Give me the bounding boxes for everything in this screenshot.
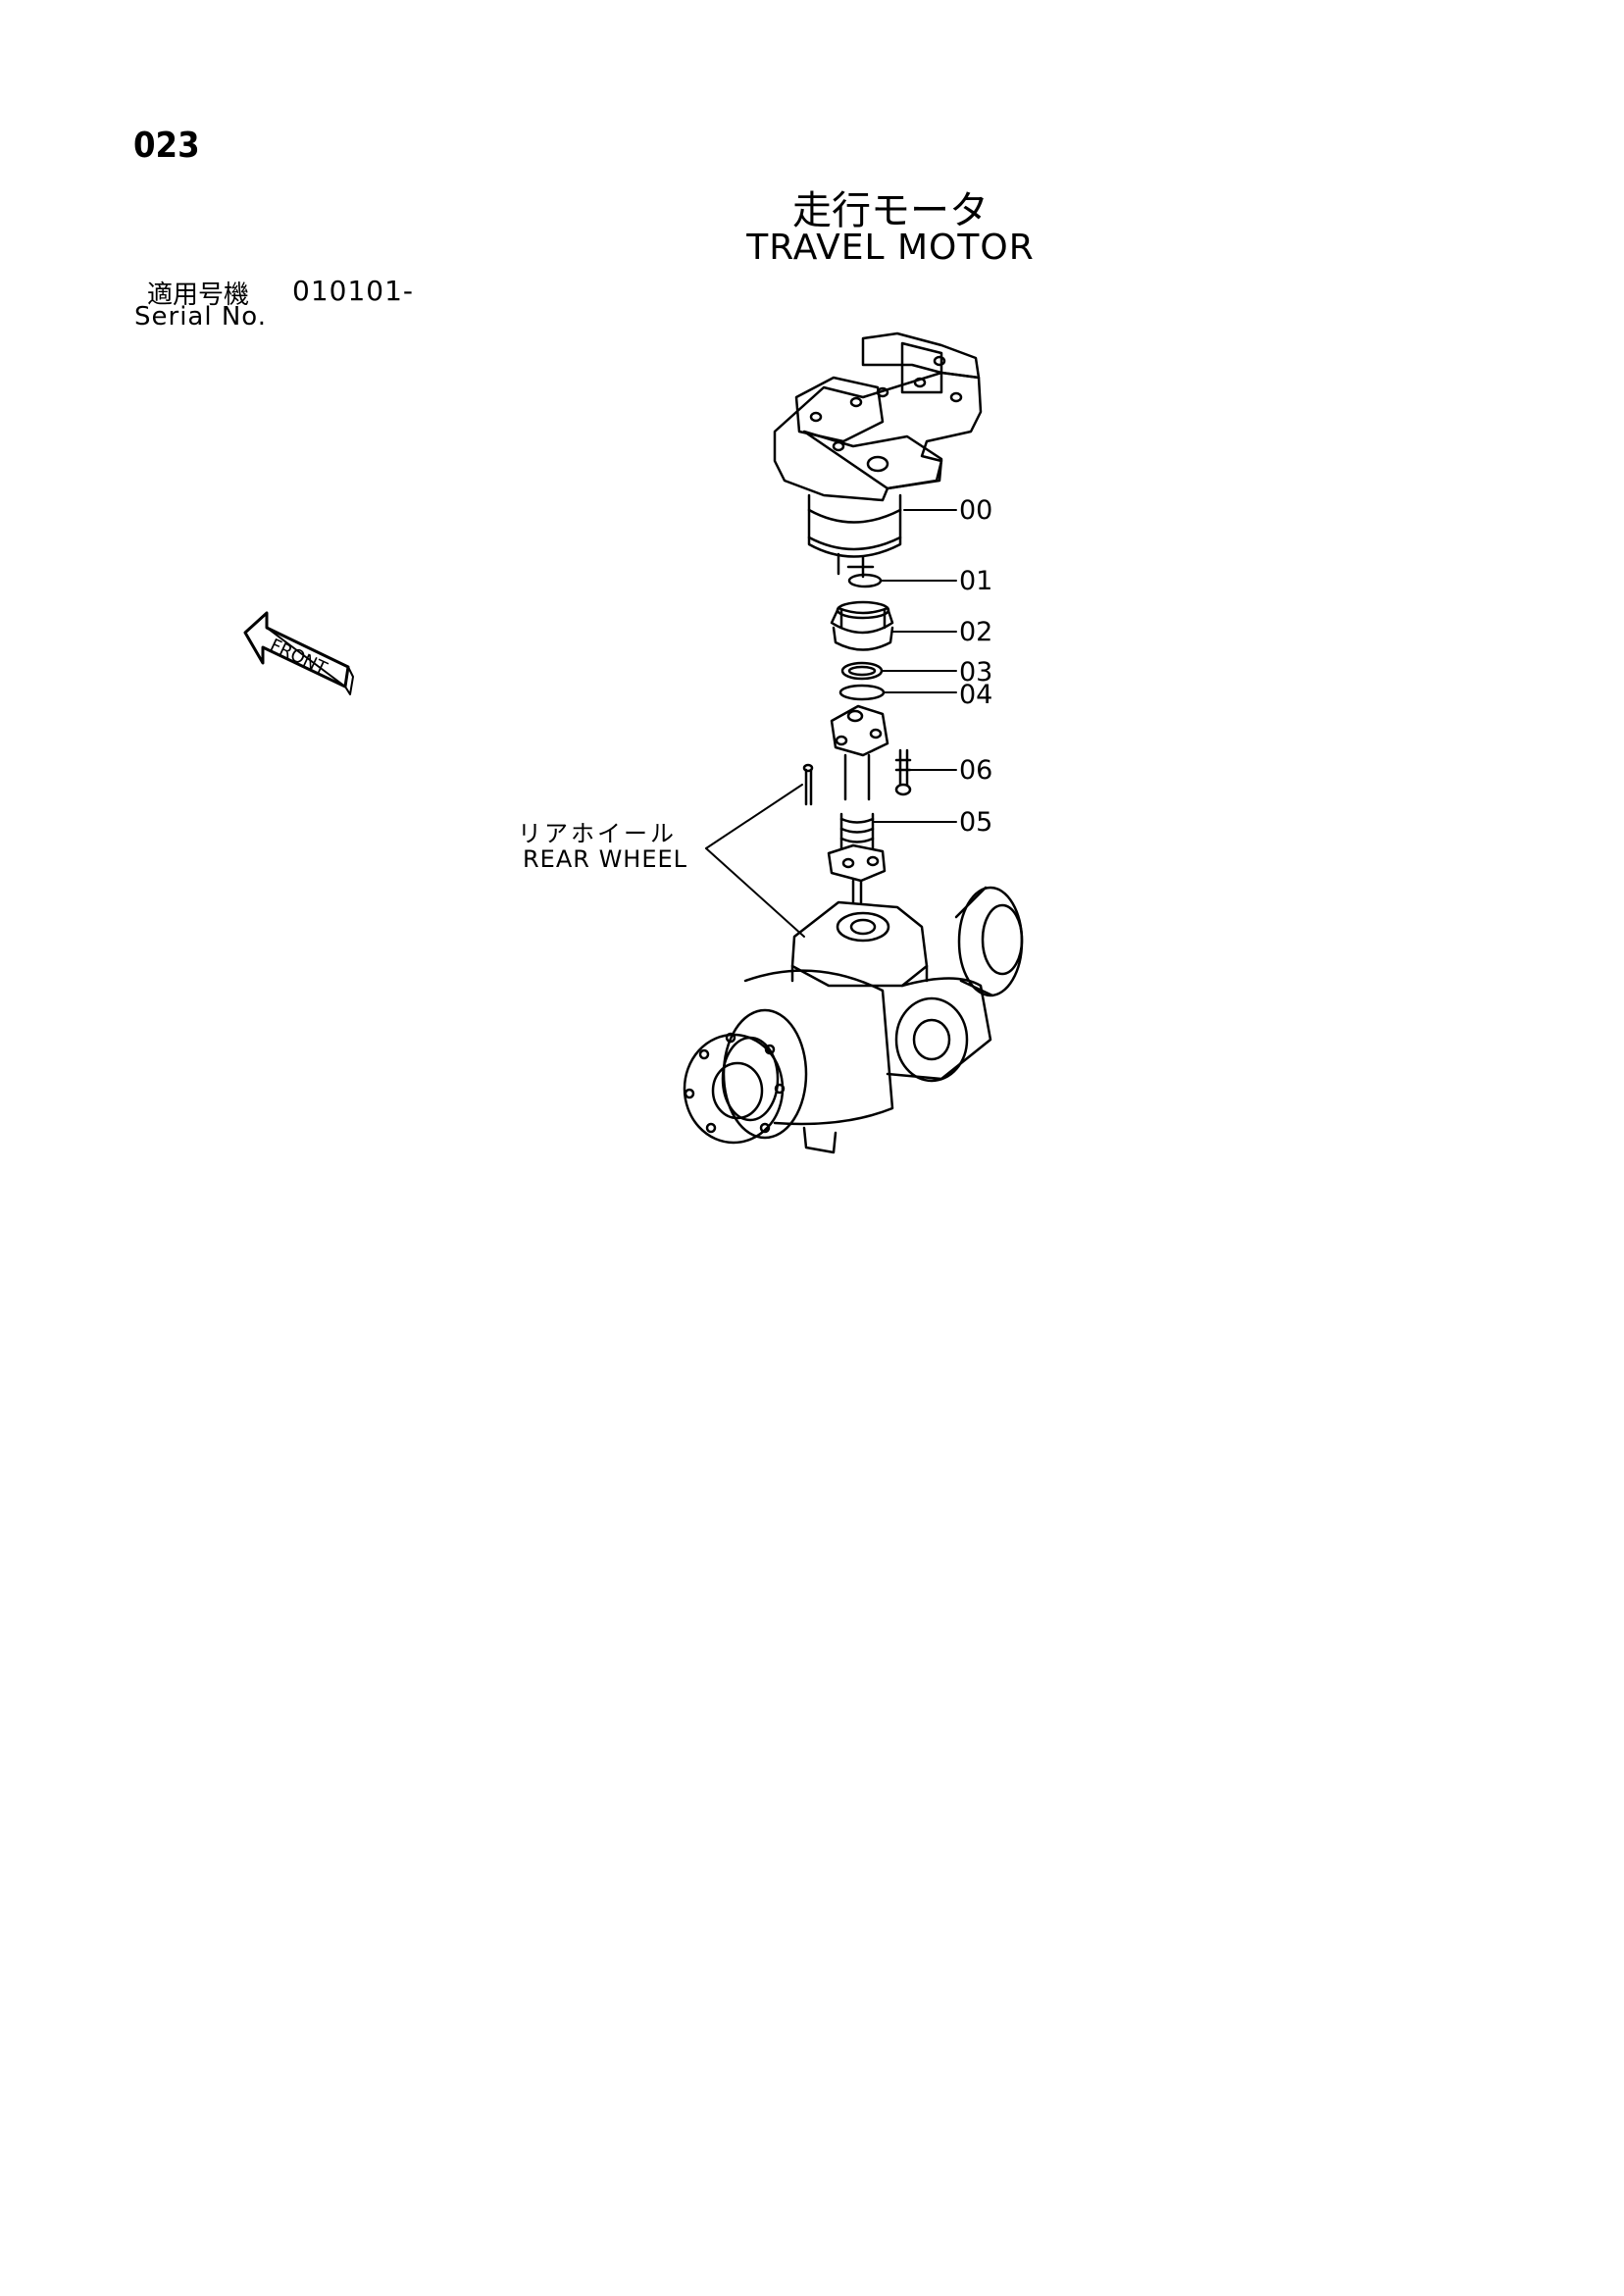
page-number: 023 [133,126,200,166]
leader-lines [705,509,957,938]
part-label-01: 01 [959,566,993,596]
hub-part [830,600,894,651]
serial-number-value: 010101- [292,275,414,307]
serial-label-english: Serial No. [134,302,267,332]
part-label-04: 04 [959,680,993,710]
bolt-part [894,748,912,796]
part-label-02: 02 [959,617,993,647]
page-title-japanese: 走行モータ [792,188,989,233]
serial-label-japanese: 適用号機 [147,281,250,310]
rear-axle-assembly [683,886,1024,1154]
part-label-00: 00 [959,495,993,526]
o-ring-part [847,573,883,588]
pin-part [804,768,813,806]
part-label-06: 06 [959,755,993,786]
callout-rear-wheel-english: REAR WHEEL [523,845,688,873]
front-arrow-icon: FRONT [243,611,354,695]
part-label-03: 03 [959,657,993,688]
callout-rear-wheel-japanese: リアホイール [518,820,677,847]
part-label-05: 05 [959,807,993,838]
retaining-ring-part [838,684,886,701]
travel-motor-part [773,332,983,579]
page-title-english: TRAVEL MOTOR [746,228,1035,268]
drive-shaft-part [827,704,889,904]
